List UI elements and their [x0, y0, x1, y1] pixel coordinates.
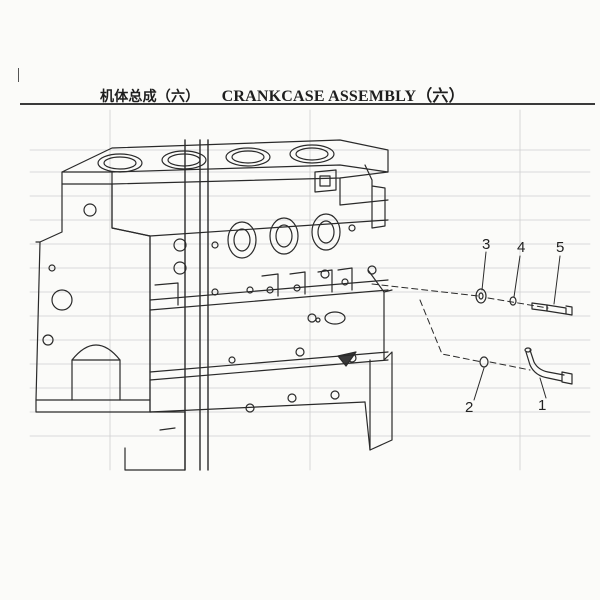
callout-3: 3 [482, 236, 491, 253]
bleed-through-lines [29, 109, 591, 471]
title-chinese: 机体总成（六） [100, 89, 200, 105]
title-rule [20, 103, 595, 105]
title-english: CRANKCASE ASSEMBLY（六） [221, 88, 465, 105]
callout-5: 5 [556, 239, 565, 256]
alignment-lines [371, 283, 549, 371]
callout-4: 4 [517, 239, 526, 256]
side-ports [211, 213, 356, 259]
engine-block [35, 139, 393, 471]
callout-1: 1 [538, 397, 547, 414]
part-2-seal-ring [479, 356, 489, 368]
part-1-oil-pipe [524, 347, 573, 385]
part-4-seal-ring [509, 296, 517, 306]
part-5-bolt [531, 302, 573, 316]
page-edge-mark [18, 68, 19, 82]
leader-lines [473, 251, 561, 401]
callout-2: 2 [465, 399, 474, 416]
part-3-washer [475, 288, 487, 304]
page-title: 机体总成（六） CRANKCASE ASSEMBLY（六） [100, 82, 520, 106]
